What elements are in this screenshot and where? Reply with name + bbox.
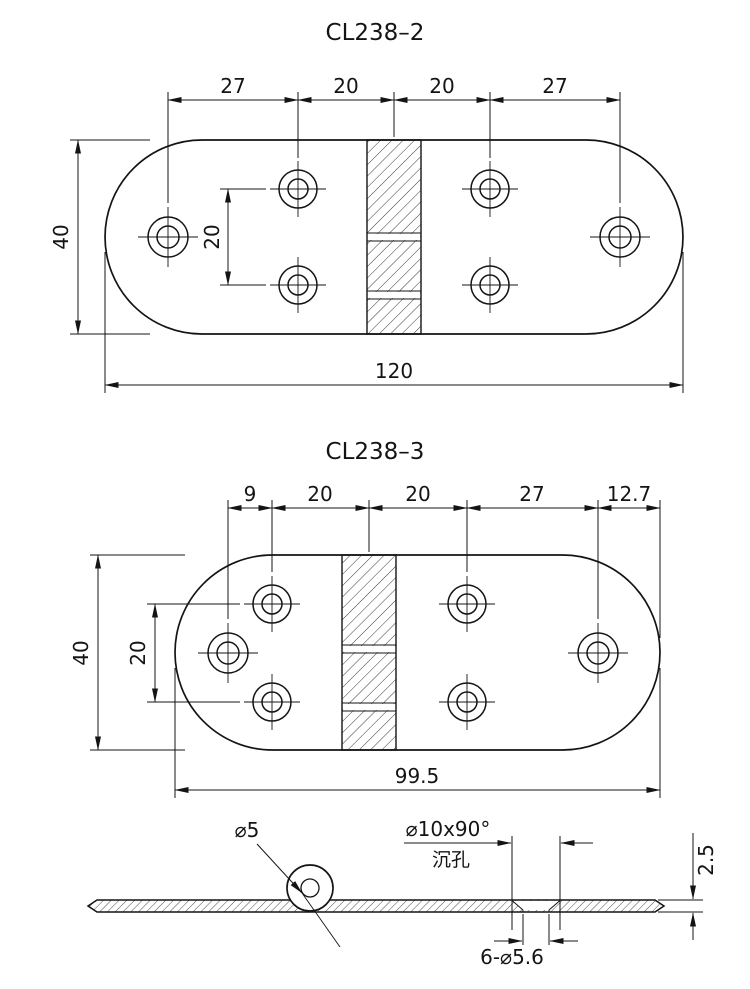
screw-hole <box>244 576 300 632</box>
cl238-2-top-dimensions: 27 20 20 27 <box>167 74 621 203</box>
screw-hole <box>270 257 326 313</box>
screw-hole <box>138 207 198 267</box>
knuckle-joint <box>342 702 396 712</box>
screw-hole <box>198 623 258 683</box>
screw-hole <box>439 576 495 632</box>
cl238-2-title: CL238–2 <box>326 20 425 46</box>
cl238-3-title: CL238–3 <box>326 439 425 465</box>
cl238-2-width-dimension: 120 <box>104 252 684 393</box>
cl238-2-view: CL238–2 27 20 20 27 <box>49 20 684 393</box>
dim-label: 20 <box>333 74 358 98</box>
screw-hole <box>462 257 518 313</box>
dim-label: 12.7 <box>607 482 652 506</box>
knuckle-joint <box>342 644 396 654</box>
pin-diameter-callout: ⌀5 <box>235 818 341 948</box>
dim-label: ⌀10x90° <box>406 817 491 841</box>
countersink-callout: ⌀10x90° 沉孔 <box>404 817 593 930</box>
screw-hole <box>244 674 300 730</box>
dim-label: ⌀5 <box>235 818 260 842</box>
dim-label: 27 <box>542 74 567 98</box>
dim-label: 20 <box>307 482 332 506</box>
screw-hole <box>462 161 518 217</box>
thickness-dimension: 2.5 <box>658 833 718 940</box>
dim-label: 6-⌀5.6 <box>480 945 544 969</box>
countersink-hole <box>511 900 561 912</box>
cl238-3-view: CL238–3 9 20 20 27 12.7 <box>69 439 661 798</box>
section-view: ⌀5 ⌀10x90° 沉孔 2.5 6-⌀5.6 <box>86 817 718 969</box>
hinge-barrel-end <box>286 864 334 912</box>
cl238-3-body <box>174 554 661 751</box>
knuckle-joint <box>367 232 421 242</box>
cl238-3-hole-spacing-dimension: 20 <box>126 603 240 703</box>
dim-label: 40 <box>49 224 73 249</box>
dim-label: 27 <box>220 74 245 98</box>
screw-hole <box>270 161 326 217</box>
cl238-3-height-dimension: 40 <box>69 554 185 751</box>
hole-spec-dimension: 6-⌀5.6 <box>480 914 578 969</box>
dim-label: 20 <box>126 640 150 665</box>
screw-hole <box>439 674 495 730</box>
cl238-2-height-dimension: 40 <box>49 139 150 335</box>
cl238-2-hole-spacing-dimension: 20 <box>200 188 266 286</box>
dim-label: 20 <box>429 74 454 98</box>
knuckle-joint <box>367 290 421 300</box>
dim-label: 27 <box>519 482 544 506</box>
dim-label: 20 <box>405 482 430 506</box>
dim-label: 99.5 <box>395 764 440 788</box>
dim-label: 20 <box>200 224 224 249</box>
pin-hole <box>300 878 320 898</box>
dim-label: 40 <box>69 640 93 665</box>
dim-label: 120 <box>375 359 413 383</box>
dim-label: 2.5 <box>694 844 718 876</box>
cl238-3-width-dimension: 99.5 <box>174 668 661 798</box>
hinge-outline <box>104 139 684 335</box>
dim-label: 沉孔 <box>432 849 470 871</box>
plate-section <box>86 899 666 913</box>
screw-hole <box>568 623 628 683</box>
cl238-3-top-dimensions: 9 20 20 27 12.7 <box>227 482 661 638</box>
screw-hole <box>590 207 650 267</box>
dim-label: 9 <box>244 482 257 506</box>
cl238-2-body <box>104 139 684 335</box>
